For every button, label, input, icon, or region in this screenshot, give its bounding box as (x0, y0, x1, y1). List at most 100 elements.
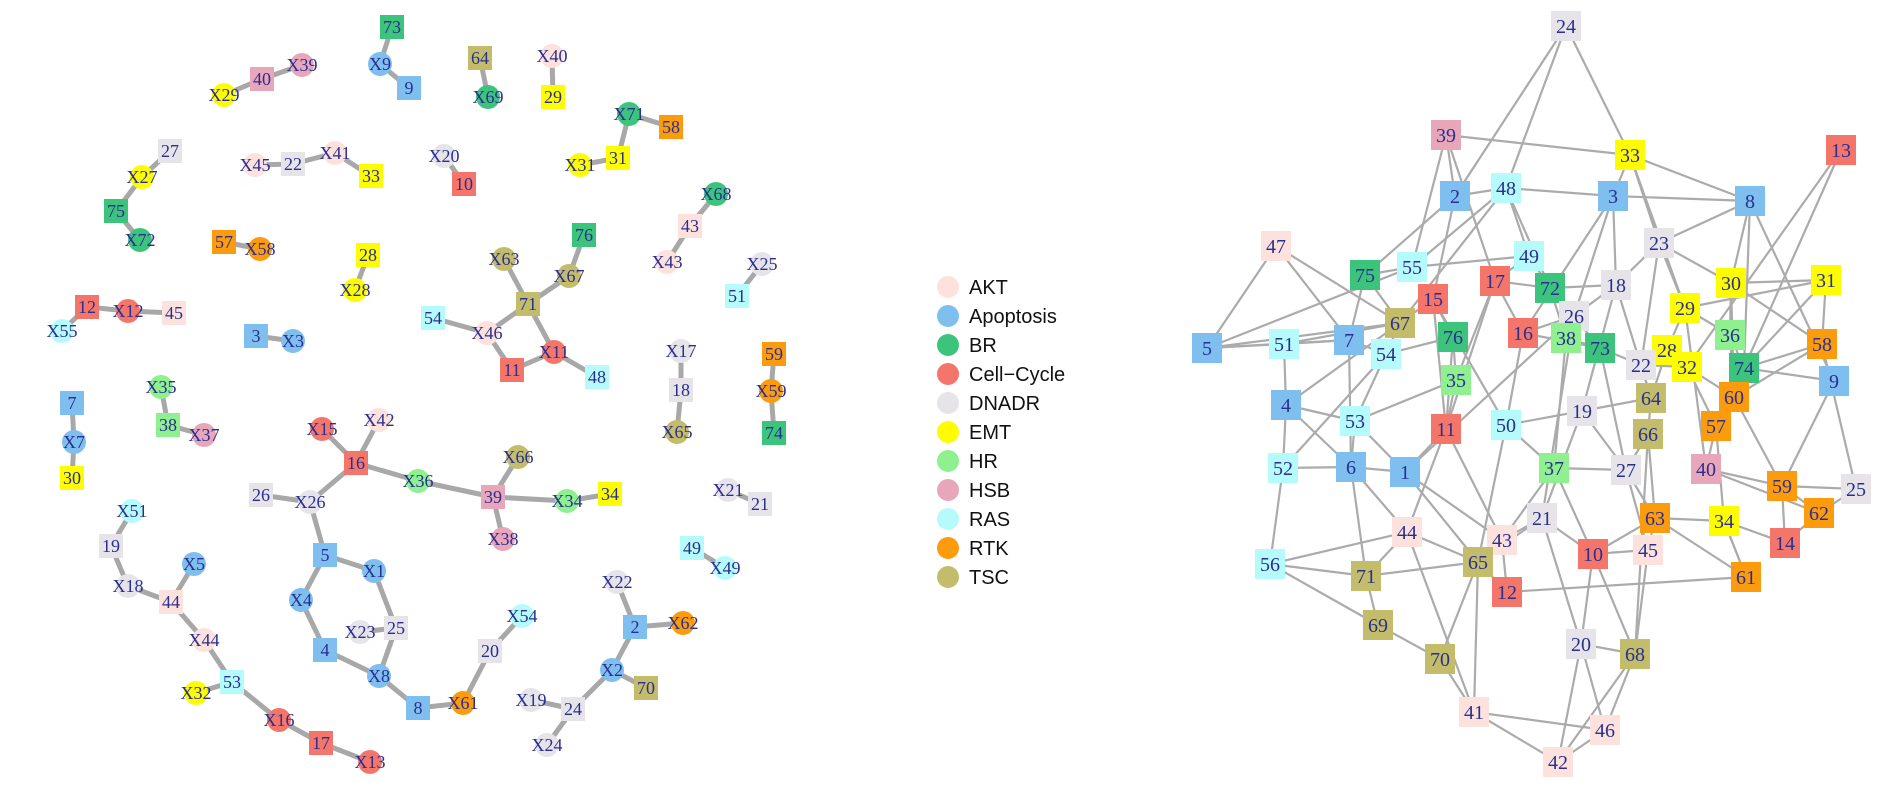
bipartite-node-label: X13 (355, 752, 386, 772)
bipartite-node-X65: X65 (662, 420, 693, 444)
network-node-label: 24 (1556, 16, 1576, 38)
network-node-2: 2 (1440, 181, 1470, 211)
network-edge-40-62 (1704, 467, 1821, 515)
bipartite-node-X31: X31 (565, 153, 596, 177)
network-node-label: 58 (1812, 334, 1832, 356)
legend-swatch (937, 392, 959, 414)
legend-label: HSB (969, 480, 1010, 502)
network-node-label: 37 (1544, 458, 1564, 480)
bipartite-graph-nodes: 73X9964X69X402940X39X29X715831X3127X2775… (47, 15, 787, 774)
network-node-51: 51 (1269, 329, 1299, 359)
network-node-50: 50 (1491, 410, 1521, 440)
bipartite-node-X72: X72 (125, 228, 156, 252)
network-node-59: 59 (1767, 471, 1797, 501)
network-node-label: 50 (1496, 415, 1516, 437)
network-edge-26-1 (1403, 314, 1576, 474)
bipartite-node-40: 40 (250, 67, 274, 91)
network-edge-30-58 (1729, 281, 1824, 346)
bipartite-node-label: X58 (245, 239, 276, 259)
bipartite-node-label: 27 (161, 141, 179, 161)
network-node-14: 14 (1770, 528, 1800, 558)
network-node-1: 1 (1390, 457, 1420, 487)
bipartite-node-label: 70 (637, 678, 655, 698)
bipartite-node-label: X36 (403, 471, 434, 491)
bipartite-node-label: X18 (113, 576, 144, 596)
bipartite-node-label: X45 (240, 155, 271, 175)
bipartite-node-38: 38 (156, 413, 180, 437)
network-node-16: 16 (1508, 318, 1538, 348)
bipartite-node-label: 49 (683, 538, 701, 558)
network-node-label: 59 (1772, 476, 1792, 498)
bipartite-node-8: 8 (406, 696, 430, 720)
bipartite-node-label: X66 (503, 447, 534, 467)
network-node-19: 19 (1567, 396, 1597, 426)
network-node-66: 66 (1633, 419, 1663, 449)
bipartite-node-label: X17 (666, 341, 697, 361)
network-edge-65-70 (1438, 560, 1480, 661)
network-node-75: 75 (1350, 260, 1380, 290)
network-edge-35-53 (1353, 378, 1458, 423)
bipartite-node-label: 54 (424, 308, 442, 328)
bipartite-node-label: 31 (609, 148, 627, 168)
bipartite-node-label: 29 (544, 87, 562, 107)
bipartite-node-48: 48 (585, 365, 609, 389)
network-node-61: 61 (1731, 562, 1761, 592)
bipartite-node-31: 31 (606, 146, 630, 170)
bipartite-node-X69: X69 (473, 85, 504, 109)
network-node-label: 17 (1485, 271, 1505, 293)
network-node-42: 42 (1543, 747, 1573, 777)
bipartite-node-label: 24 (564, 699, 582, 719)
network-node-label: 76 (1443, 327, 1463, 349)
bipartite-node-X39: X39 (287, 53, 318, 77)
bipartite-node-label: X8 (368, 666, 390, 686)
network-node-67: 67 (1385, 308, 1415, 338)
bipartite-node-X42: X42 (364, 408, 395, 432)
network-node-9: 9 (1819, 366, 1849, 396)
bipartite-node-label: 45 (165, 303, 183, 323)
bipartite-node-label: X2 (601, 660, 623, 680)
bipartite-node-X3: X3 (281, 329, 305, 353)
legend-item-hsb: HSB (937, 479, 1010, 502)
bipartite-node-12: 12 (75, 295, 99, 319)
network-edge-67-4 (1284, 321, 1402, 407)
bipartite-node-X44: X44 (189, 628, 220, 652)
bipartite-node-X20: X20 (429, 144, 460, 168)
bipartite-node-label: X27 (127, 167, 158, 187)
legend-label: HR (969, 451, 998, 473)
network-node-label: 49 (1519, 246, 1539, 268)
bipartite-node-X66: X66 (503, 445, 534, 469)
bipartite-node-X8: X8 (367, 664, 391, 688)
bipartite-node-49: 49 (680, 536, 704, 560)
network-edge-3-16 (1521, 194, 1615, 335)
network-node-70: 70 (1425, 644, 1455, 674)
bipartite-node-label: X22 (602, 572, 633, 592)
network-node-13: 13 (1826, 135, 1856, 165)
legend-item-cell-cycle: Cell−Cycle (937, 363, 1065, 386)
network-edge-39-55 (1410, 133, 1448, 269)
network-node-27: 27 (1611, 455, 1641, 485)
legend-swatch (937, 508, 959, 530)
network-node-label: 48 (1496, 178, 1516, 200)
network-node-54: 54 (1371, 339, 1401, 369)
network-node-label: 25 (1846, 479, 1866, 501)
network-node-72: 72 (1535, 273, 1565, 303)
bipartite-node-X25: X25 (747, 252, 778, 276)
bipartite-node-X58: X58 (245, 237, 276, 261)
bipartite-node-label: 19 (102, 536, 120, 556)
bipartite-node-label: X68 (701, 184, 732, 204)
network-node-label: 31 (1816, 270, 1836, 292)
network-node-label: 73 (1590, 338, 1610, 360)
bipartite-node-X23: X23 (345, 620, 376, 644)
network-node-8: 8 (1735, 186, 1765, 216)
bipartite-node-39: 39 (481, 485, 505, 509)
bipartite-node-X38: X38 (488, 527, 519, 551)
network-node-4: 4 (1271, 390, 1301, 420)
network-node-21: 21 (1527, 503, 1557, 533)
network-edge-11-43 (1444, 427, 1504, 542)
bipartite-node-20: 20 (478, 639, 502, 663)
bipartite-node-5: 5 (313, 543, 337, 567)
network-node-label: 13 (1831, 140, 1851, 162)
bipartite-node-X46: X46 (472, 321, 503, 345)
bipartite-node-label: X32 (181, 683, 212, 703)
